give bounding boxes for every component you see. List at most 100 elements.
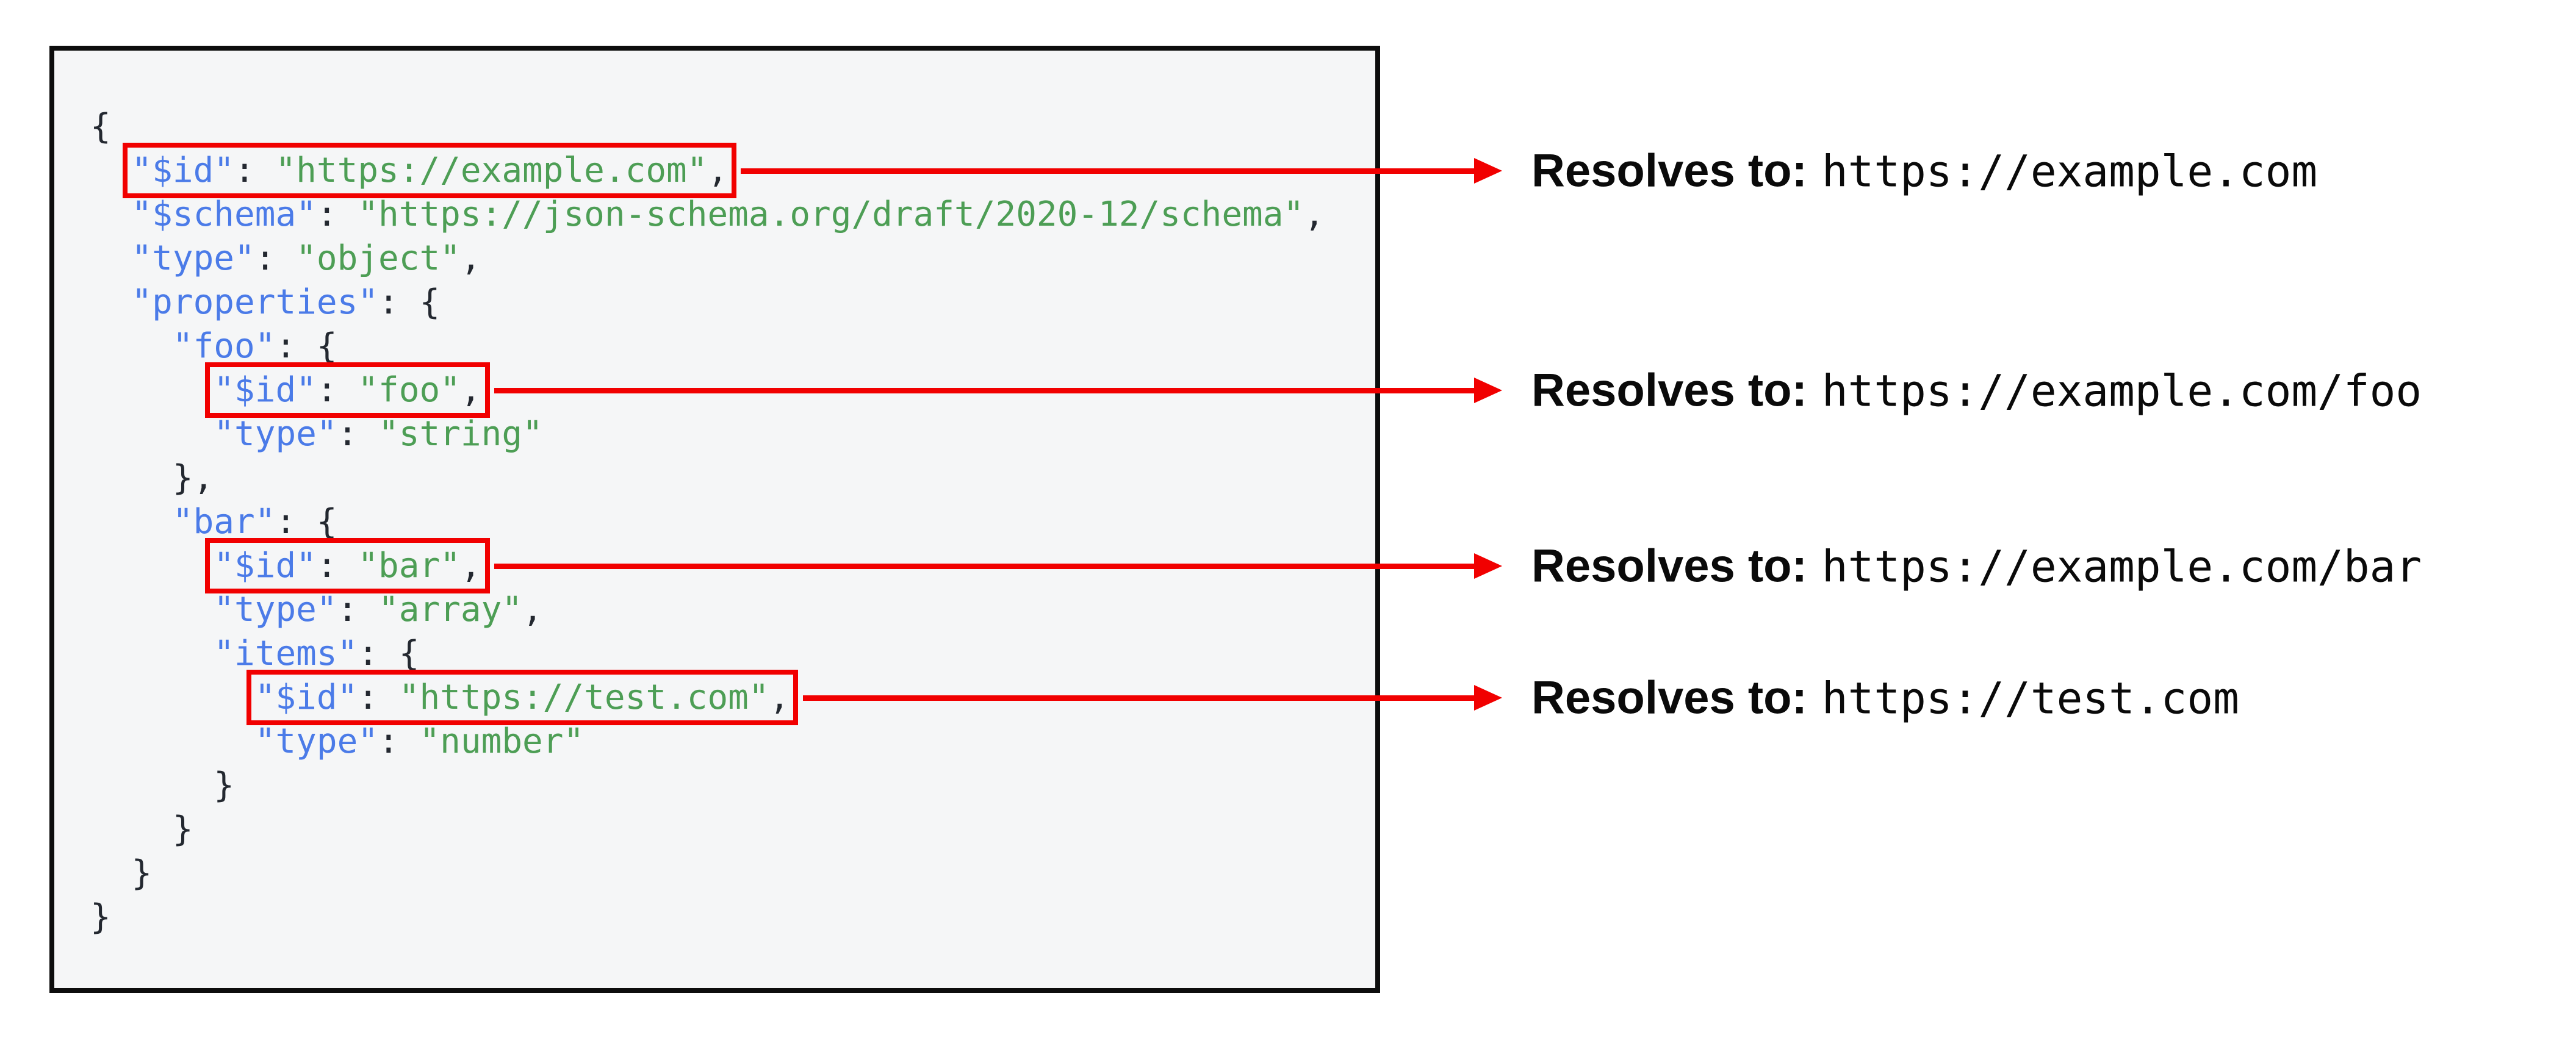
arrow-shaft (494, 564, 1477, 569)
id-highlight-box: "$id": "foo", (214, 370, 481, 410)
token-key: "type" (214, 414, 337, 454)
arrowhead-icon (1474, 378, 1502, 403)
token-punctuation: : (378, 722, 420, 761)
token-punctuation: }, (172, 458, 214, 498)
code-line: "type": "number" (90, 720, 1325, 764)
code-line: } (90, 764, 1325, 808)
token-punctuation: , (460, 546, 481, 586)
resolved-url: https://example.com/foo (1821, 365, 2422, 417)
code-line-content: "type": "array", (214, 590, 542, 629)
arrowhead-icon (1474, 158, 1502, 184)
code-line-content: "type": "object", (131, 238, 481, 278)
token-string: "string" (378, 414, 543, 454)
token-key: "$id" (214, 546, 317, 586)
token-punctuation: : { (275, 326, 337, 366)
code-line: "foo": { (90, 324, 1325, 368)
code-line-content: "$schema": "https://json-schema.org/draf… (131, 195, 1324, 234)
token-punctuation: } (214, 765, 235, 805)
token-punctuation: , (769, 678, 790, 717)
token-punctuation: } (90, 897, 111, 937)
token-key: "type" (214, 590, 337, 629)
annotation-bar: Resolves to: https://example.com/bar (1531, 540, 2422, 593)
code-line: { (90, 105, 1325, 149)
code-line: "$id": "bar", (90, 544, 1325, 588)
code-line-content: } (214, 765, 234, 805)
resolves-to-label: Resolves to: (1531, 672, 1807, 724)
code-line-content: "bar": { (173, 502, 337, 542)
token-key: "type" (254, 722, 379, 761)
id-highlight-box: "$id": "https://test.com", (255, 678, 790, 717)
token-key: "$id" (214, 370, 317, 410)
code-line: "type": "array", (90, 588, 1325, 632)
token-punctuation: } (172, 809, 193, 849)
token-punctuation: , (1304, 195, 1325, 234)
token-key: "$id" (131, 151, 235, 190)
id-highlight-box: "$id": "https://example.com", (131, 151, 728, 190)
token-punctuation: : (316, 370, 358, 410)
code-line-content: "type": "string" (214, 414, 542, 454)
code-line: } (90, 808, 1325, 851)
code-line: "$schema": "https://json-schema.org/draf… (90, 193, 1324, 237)
code-line-content: } (90, 897, 111, 937)
token-punctuation: : (358, 678, 399, 717)
code-line-content: } (131, 853, 152, 893)
resolves-to-label: Resolves to: (1531, 540, 1807, 592)
token-key: "properties" (131, 282, 379, 322)
token-string: "https://test.com" (398, 678, 769, 717)
code-line: "items": { (90, 632, 1325, 676)
code-line: "properties": { (90, 281, 1325, 324)
code-line-content: "foo": { (173, 326, 337, 366)
code-line: } (90, 851, 1325, 895)
annotation-items: Resolves to: https://test.com (1531, 672, 2239, 725)
json-schema-code-panel: { "$id": "https://example.com", "$schema… (49, 46, 1380, 993)
token-punctuation: , (707, 151, 729, 190)
token-punctuation: : (316, 546, 358, 586)
code-line: "$id": "foo", (90, 368, 1325, 412)
code-line: }, (90, 456, 1325, 500)
code-line-content: "type": "number" (255, 722, 584, 761)
arrow-shaft (741, 168, 1477, 174)
arrowhead-icon (1474, 685, 1502, 711)
token-punctuation: : { (378, 282, 441, 322)
code-line: "type": "string" (90, 412, 1325, 456)
token-key: "$id" (254, 678, 358, 717)
arrow-shaft (803, 695, 1477, 701)
token-string: "bar" (358, 546, 461, 586)
token-key: "items" (214, 634, 358, 673)
resolved-url: https://example.com (1821, 146, 2318, 197)
token-punctuation: : { (275, 502, 337, 542)
resolved-url: https://test.com (1821, 673, 2239, 724)
token-punctuation: : (234, 151, 276, 190)
resolves-to-label: Resolves to: (1531, 364, 1807, 417)
token-string: "object" (296, 238, 461, 278)
code-line: } (90, 895, 1325, 939)
resolved-url: https://example.com/bar (1821, 541, 2422, 592)
token-string: "array" (378, 590, 523, 629)
code-line-content: } (173, 809, 193, 849)
token-punctuation: : (254, 238, 297, 278)
token-key: "bar" (172, 502, 276, 542)
arrowhead-icon (1474, 553, 1502, 579)
arrow-shaft (494, 388, 1477, 393)
token-string: "foo" (358, 370, 461, 410)
token-string: "https://json-schema.org/draft/2020-12/s… (358, 195, 1304, 234)
token-punctuation: , (522, 590, 543, 629)
code-line-content: { (90, 107, 111, 146)
resolves-to-label: Resolves to: (1531, 145, 1807, 197)
code-line: "type": "object", (90, 237, 1325, 281)
code-line-content: }, (173, 458, 214, 498)
token-punctuation: , (460, 370, 481, 410)
token-punctuation: { (90, 107, 111, 146)
id-highlight-box: "$id": "bar", (214, 546, 481, 586)
token-key: "$schema" (131, 195, 317, 234)
token-punctuation: , (460, 238, 481, 278)
annotation-root: Resolves to: https://example.com (1531, 145, 2317, 198)
token-punctuation: : { (358, 634, 420, 673)
token-punctuation: } (131, 853, 153, 893)
code-line-content: "items": { (214, 634, 419, 673)
token-punctuation: : (337, 590, 379, 629)
code-line-content: "properties": { (131, 282, 440, 322)
token-string: "number" (419, 722, 585, 761)
token-punctuation: : (337, 414, 379, 454)
